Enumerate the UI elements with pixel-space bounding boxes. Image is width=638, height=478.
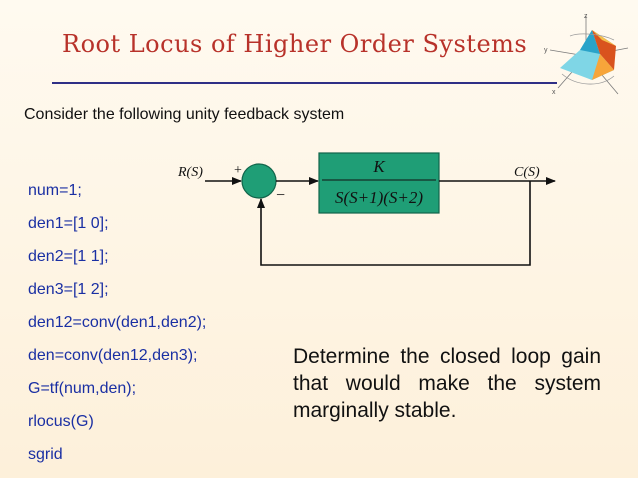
feedback-path <box>257 181 531 266</box>
code-line: G=tf(num,den); <box>28 380 137 397</box>
code-line: den12=conv(den1,den2); <box>28 314 207 331</box>
matlab-membrane-logo-icon: z y x <box>544 13 629 96</box>
output-label: C(S) <box>514 165 540 180</box>
title-underline <box>52 82 557 84</box>
input-label: R(S) <box>177 165 203 180</box>
minus-sign: − <box>276 187 285 204</box>
block-denominator: S(S+1)(S+2) <box>335 188 423 207</box>
transfer-function-block <box>318 152 440 214</box>
summing-junction <box>241 163 277 199</box>
code-line: num=1; <box>28 182 82 199</box>
code-line: sgrid <box>28 446 63 463</box>
slide-title: Root Locus of Higher Order Systems <box>62 30 528 58</box>
code-line: rlocus(G) <box>28 413 94 430</box>
logo-axis-y: y <box>544 47 548 54</box>
logo-axis-x: x <box>552 89 556 96</box>
block-numerator: K <box>372 157 386 176</box>
code-line: den=conv(den12,den3); <box>28 347 198 364</box>
plus-sign: + <box>234 163 242 178</box>
code-line: den2=[1 1]; <box>28 248 109 265</box>
code-line: den1=[1 0]; <box>28 215 109 232</box>
intro-text: Consider the following unity feedback sy… <box>24 106 345 123</box>
question-text: Determine the closed loop gain that woul… <box>293 345 601 422</box>
logo-axis-z: z <box>584 13 588 20</box>
code-line: den3=[1 2]; <box>28 281 109 298</box>
